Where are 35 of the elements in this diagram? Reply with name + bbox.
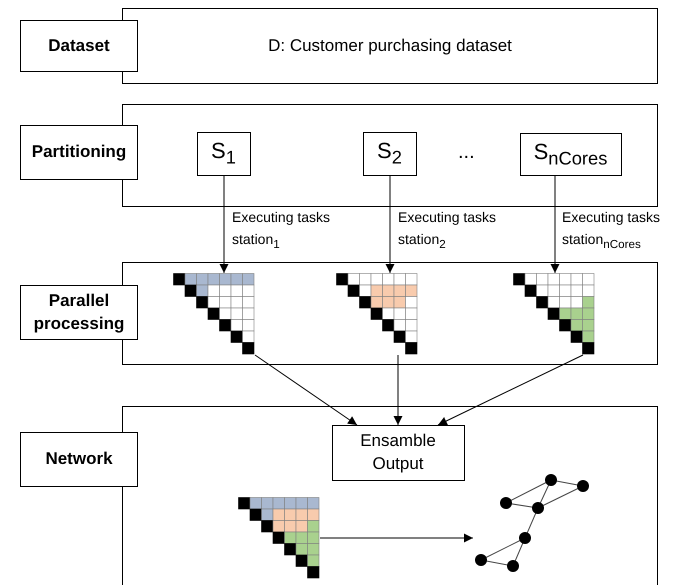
row-label-box <box>20 20 138 72</box>
matrix-drawing <box>336 272 418 354</box>
row-label-box <box>20 125 138 180</box>
row-label-box <box>20 285 138 340</box>
edge-label: Executing tasks station$_{1}$ <box>232 208 332 252</box>
arrow <box>386 176 394 274</box>
box-text: S$_{nCores}$ <box>534 138 608 170</box>
arrow <box>394 354 402 426</box>
arrow <box>320 534 474 542</box>
arrow <box>438 354 584 426</box>
band-text: D: Customer purchasing dataset <box>268 36 512 56</box>
matrix-drawing <box>238 496 320 578</box>
matrix-drawing <box>512 272 594 354</box>
row-title: Parallel processing <box>32 290 126 335</box>
box-text: S$_{1}$ <box>211 137 236 170</box>
arrow <box>550 176 560 274</box>
process-box <box>362 132 416 176</box>
row-title: Dataset <box>48 34 110 57</box>
edge-label: Executing tasks station$_{nCores}$ <box>562 208 662 252</box>
process-box <box>196 132 250 176</box>
row-band <box>122 262 658 365</box>
process-box <box>520 132 622 176</box>
arrow <box>220 176 228 274</box>
row-band <box>122 8 658 84</box>
arrow <box>254 354 358 426</box>
process-box <box>332 424 464 480</box>
row-title: Network <box>45 448 113 470</box>
box-text: Ensamble Output <box>359 430 437 474</box>
edge-label: Executing tasks station$_{2}$ <box>398 208 498 252</box>
row-band <box>122 406 658 585</box>
row-title: Partitioning <box>32 141 126 164</box>
box-text: S$_{2}$ <box>377 137 402 170</box>
matrix-drawing <box>172 272 254 354</box>
ellipsis-text: ... <box>458 141 475 164</box>
row-label-box <box>20 432 138 487</box>
